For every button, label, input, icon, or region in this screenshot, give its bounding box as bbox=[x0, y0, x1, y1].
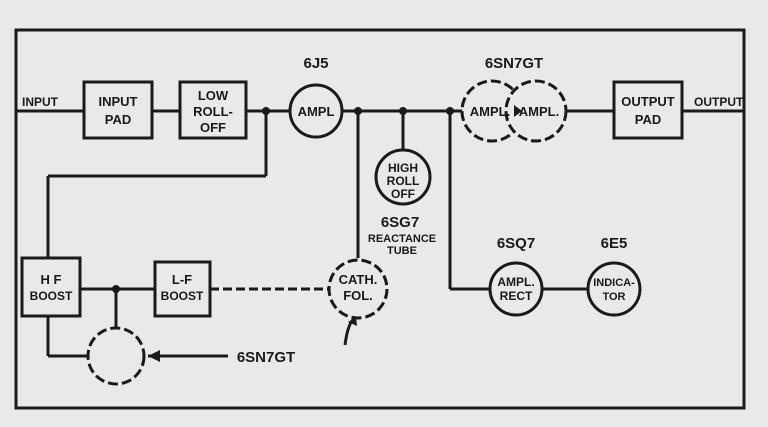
tube-6j5-label: 6J5 bbox=[303, 55, 328, 72]
output-pad-label-1: OUTPUT bbox=[621, 94, 675, 109]
junction-dot bbox=[399, 107, 407, 115]
high-roll-off-label-3: OFF bbox=[391, 187, 415, 201]
cath-fol-tube bbox=[327, 258, 389, 320]
low-roll-off-label-1: LOW bbox=[198, 88, 229, 103]
reactance-tube-label-1: REACTANCE bbox=[368, 233, 436, 245]
hf-boost-box bbox=[20, 256, 82, 318]
outer-frame bbox=[14, 28, 746, 410]
lf-boost-label-2: BOOST bbox=[161, 289, 204, 303]
low-roll-off-label-3: OFF bbox=[200, 120, 226, 135]
tube-6e5-label: 6E5 bbox=[601, 235, 628, 252]
ampl-rect-label-2: RECT bbox=[500, 289, 533, 303]
output-label: OUTPUT bbox=[694, 95, 744, 109]
input-label: INPUT bbox=[22, 95, 59, 109]
high-roll-off-label-2: ROLL bbox=[387, 174, 420, 188]
cath-fol-label-1: CATH. bbox=[339, 272, 378, 287]
ampl-rect-label-1: AMPL. bbox=[497, 275, 534, 289]
junction-dot bbox=[112, 285, 120, 293]
high-roll-off-circle bbox=[374, 148, 432, 206]
hf-boost-label-2: BOOST bbox=[30, 289, 73, 303]
output-pad-label-2: PAD bbox=[635, 112, 661, 127]
output-pad-box bbox=[612, 80, 684, 140]
high-roll-off-label-1: HIGH bbox=[388, 161, 418, 175]
tube-6sq7-label: 6SQ7 bbox=[497, 235, 535, 252]
tube-6sg7-label: 6SG7 bbox=[381, 214, 419, 231]
tube-6sn7gt-bottom-label: 6SN7GT bbox=[237, 349, 295, 366]
connector-mark bbox=[514, 105, 522, 117]
input-pad-label-1: INPUT bbox=[99, 94, 138, 109]
reactance-tube-label-2: TUBE bbox=[387, 245, 417, 257]
low-roll-off-box bbox=[178, 80, 248, 140]
tube-6sn7gt-top-label: 6SN7GT bbox=[485, 55, 543, 72]
low-roll-off-label-2: ROLL- bbox=[193, 104, 233, 119]
input-pad-box bbox=[82, 80, 154, 140]
ampl-2a-label: AMPL. bbox=[470, 104, 510, 119]
arrowhead bbox=[148, 350, 160, 362]
indicator-label-1: INDICA- bbox=[593, 277, 635, 289]
lf-boost-box bbox=[153, 260, 212, 318]
ampl-rect-tube bbox=[488, 261, 544, 317]
junction-dot bbox=[354, 107, 362, 115]
arrowhead bbox=[348, 317, 357, 326]
ampl-6sn7gt-b-tube bbox=[504, 79, 568, 143]
junction-dot bbox=[262, 107, 270, 115]
ampl-6j5-tube bbox=[288, 83, 344, 139]
cath-fol-label-2: FOL. bbox=[343, 288, 373, 303]
junction-dot bbox=[446, 107, 454, 115]
ampl-6j5-label: AMPL bbox=[298, 104, 335, 119]
indicator-tube bbox=[586, 261, 642, 317]
hf-boost-label-1: H F bbox=[41, 272, 62, 287]
bottom-6sn7gt-tube bbox=[86, 326, 146, 386]
ampl-2b-label: AMPL. bbox=[519, 104, 559, 119]
lf-boost-label-1: L-F bbox=[172, 272, 192, 287]
indicator-label-2: TOR bbox=[602, 291, 625, 303]
input-pad-label-2: PAD bbox=[105, 112, 131, 127]
